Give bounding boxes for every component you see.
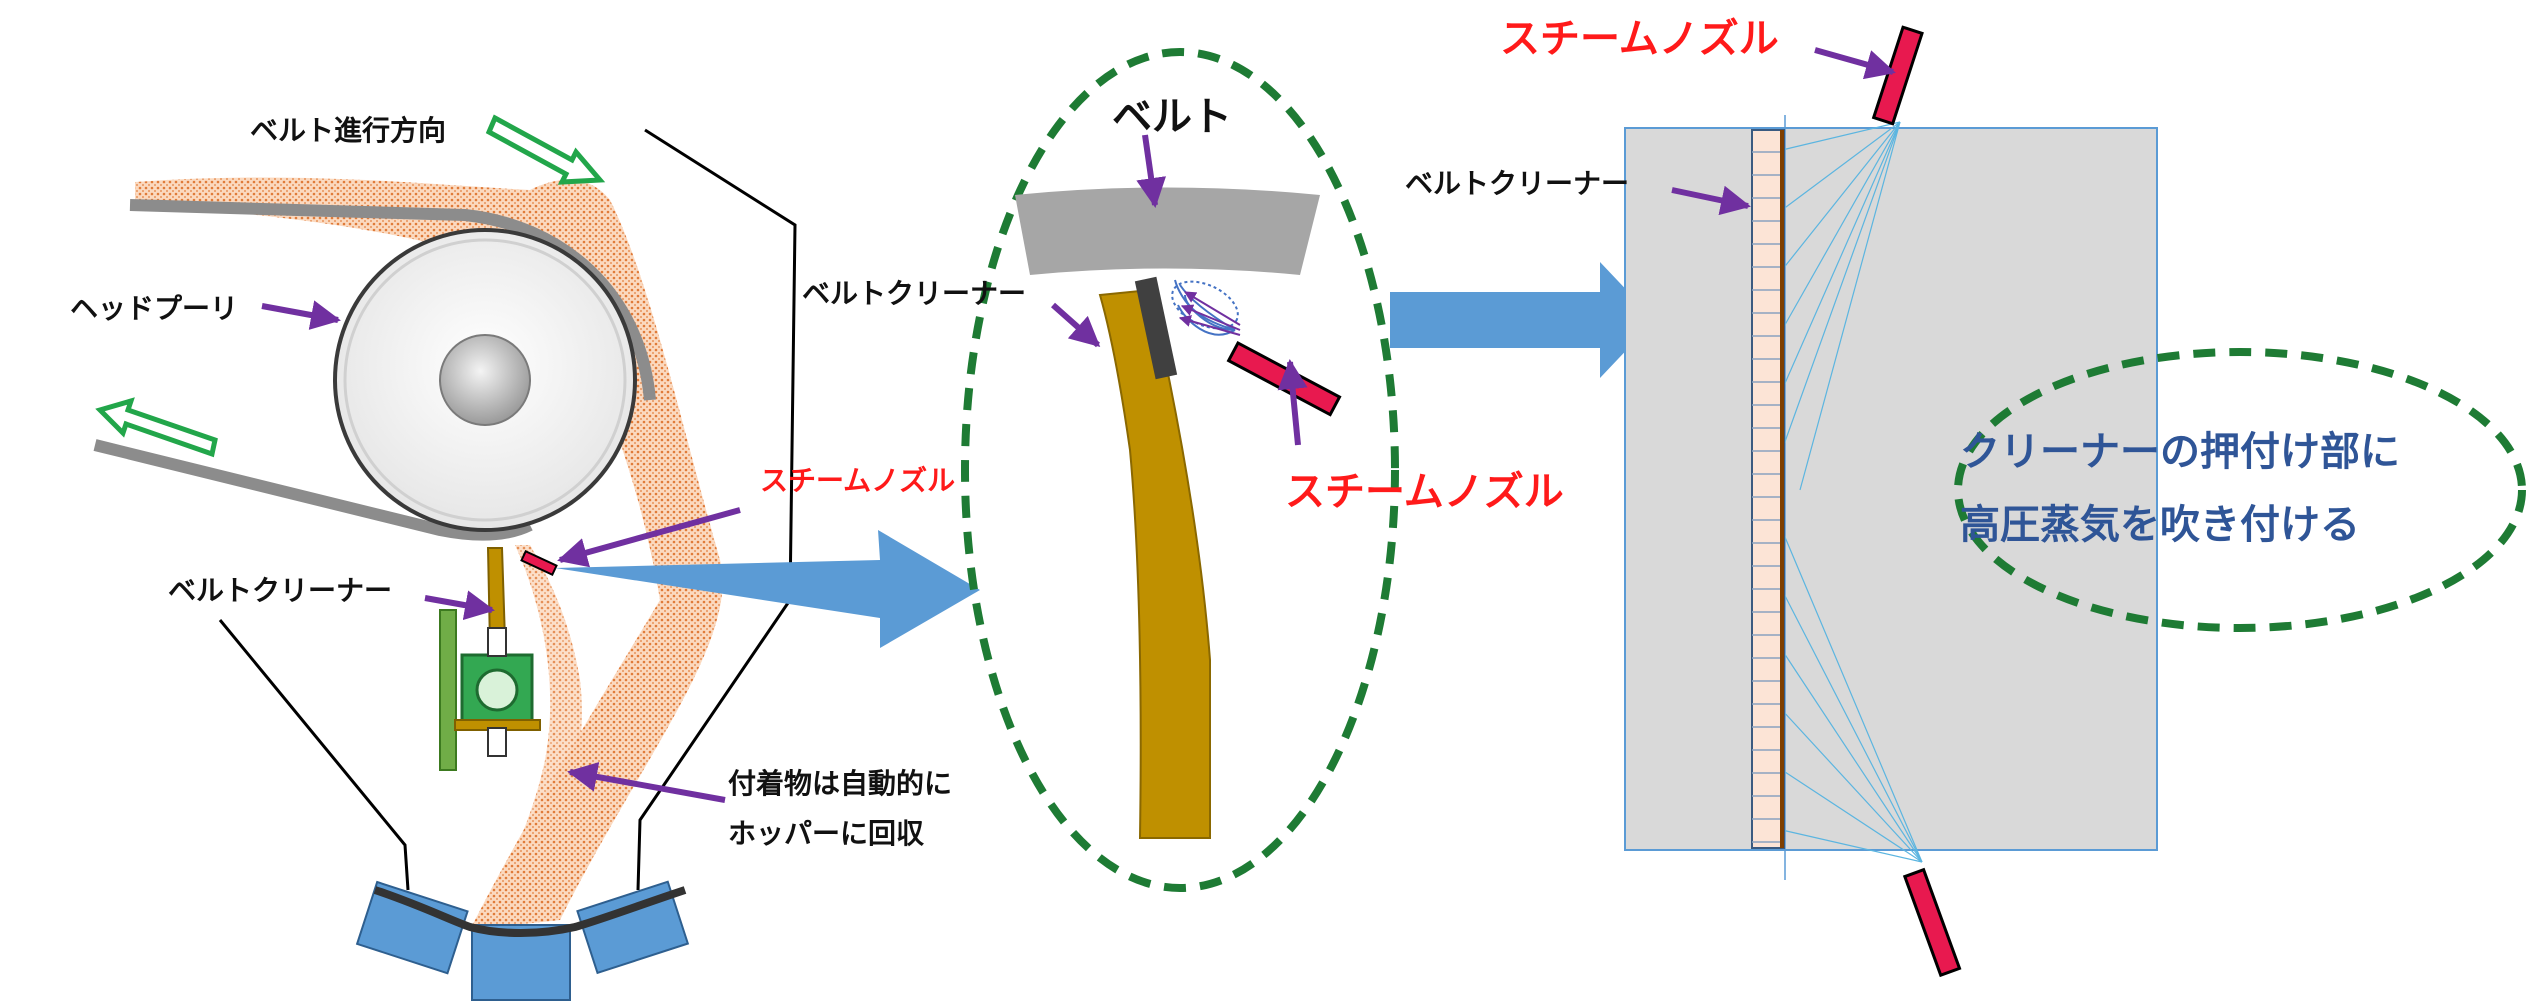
- zoom-arrow-left: [555, 530, 980, 648]
- belt-direction-arrow-return: [95, 397, 218, 458]
- label-belt-zoom: ベルト: [1112, 94, 1232, 140]
- label-callout-line2: 高圧蒸気を吹き付ける: [1960, 502, 2360, 548]
- hopper-buckets: [355, 880, 690, 1001]
- cleaner-strip-edge: [1780, 130, 1784, 848]
- pointer-steam-nozzle-small: [557, 507, 741, 568]
- head-pulley-rim: [343, 238, 627, 522]
- label-collection-line1: 付着物は自動的に: [728, 767, 952, 800]
- pointer-cleaner-zoom: [1051, 302, 1101, 348]
- label-steam-nozzle-left: スチームノズル: [760, 464, 955, 497]
- cleaner-strip: [1751, 129, 1785, 849]
- label-steam-nozzle-right: スチームノズル: [1500, 16, 1779, 62]
- label-head-pulley: ヘッドプーリ: [70, 292, 238, 325]
- belt-direction-arrow-top: [485, 114, 606, 185]
- belt-plan-view: [1624, 127, 2158, 851]
- label-callout-line1: クリーナーの押付け部に: [1960, 429, 2400, 475]
- label-steam-nozzle-zoom: スチームノズル: [1285, 469, 1564, 515]
- label-belt-cleaner-left: ベルトクリーナー: [168, 574, 392, 607]
- label-belt-cleaner-right: ベルトクリーナー: [1405, 167, 1629, 200]
- zoom-detail-section: ベルト ベルトクリーナー スチームノズル: [802, 48, 1564, 892]
- steam-nozzle-zoom: [1226, 340, 1342, 417]
- scraped-material: [480, 545, 582, 930]
- label-belt-cleaner-zoom: ベルトクリーナー: [802, 277, 1026, 310]
- cleaner-frame-bar: [439, 609, 457, 771]
- cleaner-tip-zoom: [1134, 276, 1178, 380]
- label-collection-line2: ホッパーに回収: [728, 817, 925, 850]
- pointer-steam-nozzle-zoom: [1277, 359, 1308, 446]
- pointer-collection: [567, 762, 726, 803]
- belt-return: [93, 439, 533, 541]
- pulley-hub: [439, 334, 531, 426]
- cleaner-segments: [1752, 151, 1784, 843]
- steam-nozzle-bottom: [1902, 867, 1962, 978]
- pointer-cleaner-right: [1671, 185, 1751, 216]
- belt-zoom: [1015, 187, 1320, 275]
- cleaner-bolt-top: [487, 627, 507, 657]
- zoom-arrow-right: [1390, 262, 1655, 378]
- pointer-cleaner-left: [424, 590, 495, 621]
- steam-nozzle-small: [520, 549, 558, 577]
- plan-view-section: スチームノズル ベルトクリーナー クリーナーの押付け部に 高圧蒸気を吹き付ける: [1405, 16, 2526, 978]
- steam-spray-lines: [1781, 121, 1923, 863]
- pointer-head-pulley: [261, 300, 341, 330]
- cleaner-blade-zoom: [1098, 288, 1211, 839]
- conveyor-head-section: ベルト進行方向 ヘッドプーリ スチームノズル ベルトクリーナー 付着物は自動的に…: [70, 114, 980, 1001]
- pointer-belt-zoom: [1136, 134, 1167, 208]
- chute-wall-left: [218, 619, 410, 891]
- pointer-steam-nozzle-right: [1814, 47, 1896, 80]
- cleaner-mount-hub: [475, 668, 519, 712]
- steam-jets-zoom: [1178, 291, 1241, 336]
- callout-ellipse: [1954, 348, 2526, 632]
- cleaner-bolt-bottom: [487, 727, 507, 757]
- steam-nozzle-top: [1871, 25, 1924, 126]
- zoom-ellipse: [961, 48, 1399, 892]
- label-belt-direction: ベルト進行方向: [250, 114, 446, 147]
